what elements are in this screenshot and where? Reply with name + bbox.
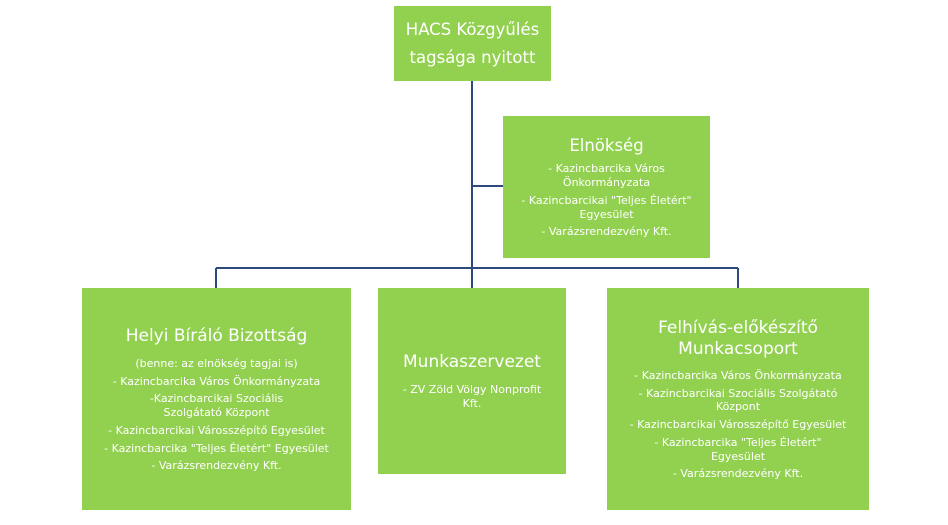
hbb-member: - Kazincbarcika Város Önkormányzata: [112, 374, 321, 388]
felhivas-member: - Kazincbarcikai Szociális Szolgátató Kö…: [638, 386, 838, 414]
munkaszervezet-member: - ZV Zöld Völgy Nonprofit Kft.: [402, 383, 542, 411]
node-felhivas-elokeszito-munkacsoport: Felhívás-előkészítő Munkacsoport - Kazin…: [607, 288, 869, 510]
hbb-member: - Kazincbarcika "Teljes Életért" Egyesül…: [104, 441, 329, 455]
felhivas-member: - Kazincbarcika "Teljes Életért" Egyesül…: [654, 435, 822, 463]
felhivas-member: - Kazincbarcika Város Önkormányzata: [634, 368, 842, 382]
felhivas-title-line1: Felhívás-előkészítő: [658, 317, 818, 338]
felhivas-member: - Kazincbarcikai Városszépítő Egyesület: [629, 418, 847, 432]
elnokseg-member: - Kazincbarcika Város Önkormányzata: [548, 162, 665, 190]
top-node-line1: HACS Közgyűlés: [405, 19, 540, 39]
hbb-member: -Kazincbarcikai Szociális Szolgátató Köz…: [149, 392, 284, 420]
hbb-member: - Varázsrendezvény Kft.: [151, 459, 282, 473]
munkaszervezet-title: Munkaszervezet: [403, 352, 541, 373]
top-node-hacs-kozgyules: HACS Közgyűlés tagsága nyitott: [394, 6, 551, 81]
elnokseg-member: - Varázsrendezvény Kft.: [541, 225, 672, 239]
top-node-line2: tagsága nyitott: [409, 47, 536, 67]
hbb-title: Helyi Bíráló Bizottság: [125, 325, 308, 346]
node-munkaszervezet: Munkaszervezet - ZV Zöld Völgy Nonprofit…: [378, 288, 566, 474]
elnokseg-title: Elnökség: [569, 135, 644, 155]
hbb-subtitle: (benne: az elnökség tagjai is): [135, 356, 298, 370]
felhivas-member: - Varázsrendezvény Kft.: [672, 467, 804, 481]
hbb-member: - Kazincbarcikai Városszépítő Egyesület: [108, 423, 325, 437]
node-helyi-biralo-bizottsag: Helyi Bíráló Bizottság (benne: az elnöks…: [82, 288, 351, 510]
felhivas-title-line2: Munkacsoport: [678, 338, 798, 359]
node-elnokseg: Elnökség - Kazincbarcika Város Önkormány…: [503, 116, 710, 258]
elnokseg-member: - Kazincbarcikai "Teljes Életért" Egyesü…: [521, 193, 692, 221]
